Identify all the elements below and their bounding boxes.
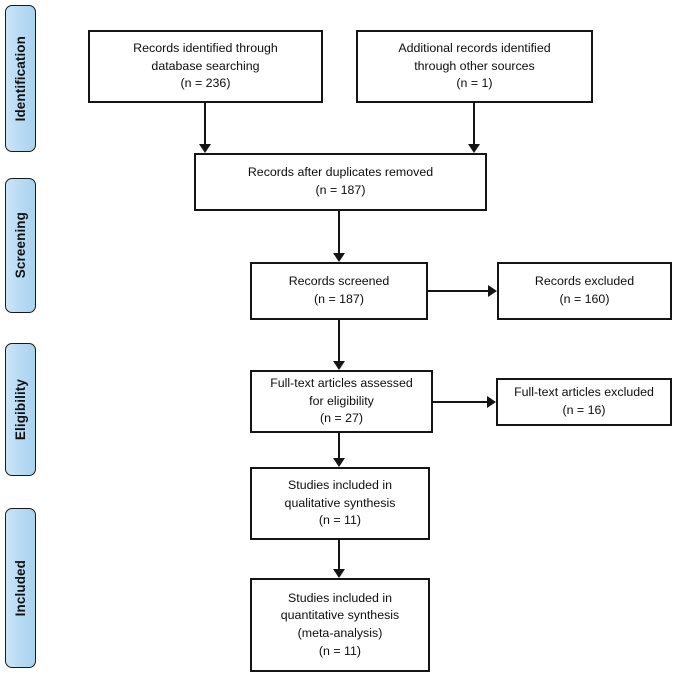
phase-screening: Screening [5,178,36,313]
connector-screened-to-fulltext [338,320,341,361]
connector-screened-to-excluded [428,289,488,293]
node-records-screened: Records screened (n = 187) [250,262,428,320]
arrowhead-fulltext-to-excluded [487,395,496,408]
arrowhead-screened-to-excluded [488,284,497,297]
phase-identification: Identification [5,5,36,152]
node-records-after-duplicates-removed-text: Records after duplicates removed (n = 18… [247,165,434,197]
arrowhead-other-to-duplicates [467,144,480,153]
phase-identification-label: Identification [13,35,28,122]
node-fulltext-assessed: Full-text articles assessed for eligibil… [250,370,433,433]
node-studies-qualitative-text: Studies included in qualitative synthesi… [284,478,396,528]
phase-included-label: Included [13,559,28,617]
connector-db-to-duplicates [204,103,207,144]
arrowhead-fulltext-to-qualitative [332,458,345,467]
node-additional-records-other-sources-text: Additional records identified through ot… [398,41,551,91]
node-fulltext-excluded-text: Full-text articles excluded (n = 16) [514,385,654,417]
node-fulltext-excluded: Full-text articles excluded (n = 16) [496,378,672,426]
arrowhead-screened-to-fulltext [332,361,345,370]
node-records-screened-text: Records screened (n = 187) [288,274,390,306]
connector-duplicates-to-screened [338,211,341,253]
arrowhead-duplicates-to-screened [332,253,345,262]
connector-qualitative-to-quantitative [338,540,341,569]
connector-fulltext-to-qualitative [338,433,341,458]
node-additional-records-other-sources: Additional records identified through ot… [356,30,593,103]
node-records-excluded: Records excluded (n = 160) [497,262,672,320]
node-fulltext-assessed-text: Full-text articles assessed for eligibil… [270,376,413,426]
connector-other-to-duplicates [473,103,476,144]
arrowhead-db-to-duplicates [198,144,211,153]
phase-eligibility: Eligibility [5,343,36,476]
node-studies-quantitative: Studies included in quantitative synthes… [250,578,430,672]
node-studies-quantitative-text: Studies included in quantitative synthes… [280,590,400,658]
connector-fulltext-to-excluded [433,400,487,404]
node-records-after-duplicates-removed: Records after duplicates removed (n = 18… [194,153,487,211]
arrowhead-qualitative-to-quantitative [332,569,345,578]
phase-included: Included [5,508,36,668]
node-records-excluded-text: Records excluded (n = 160) [534,274,635,306]
node-studies-qualitative: Studies included in qualitative synthesi… [250,467,430,540]
node-records-identified-database: Records identified through database sear… [88,30,323,103]
phase-screening-label: Screening [13,212,28,279]
phase-eligibility-label: Eligibility [13,378,28,441]
node-records-identified-database-text: Records identified through database sear… [133,41,278,91]
